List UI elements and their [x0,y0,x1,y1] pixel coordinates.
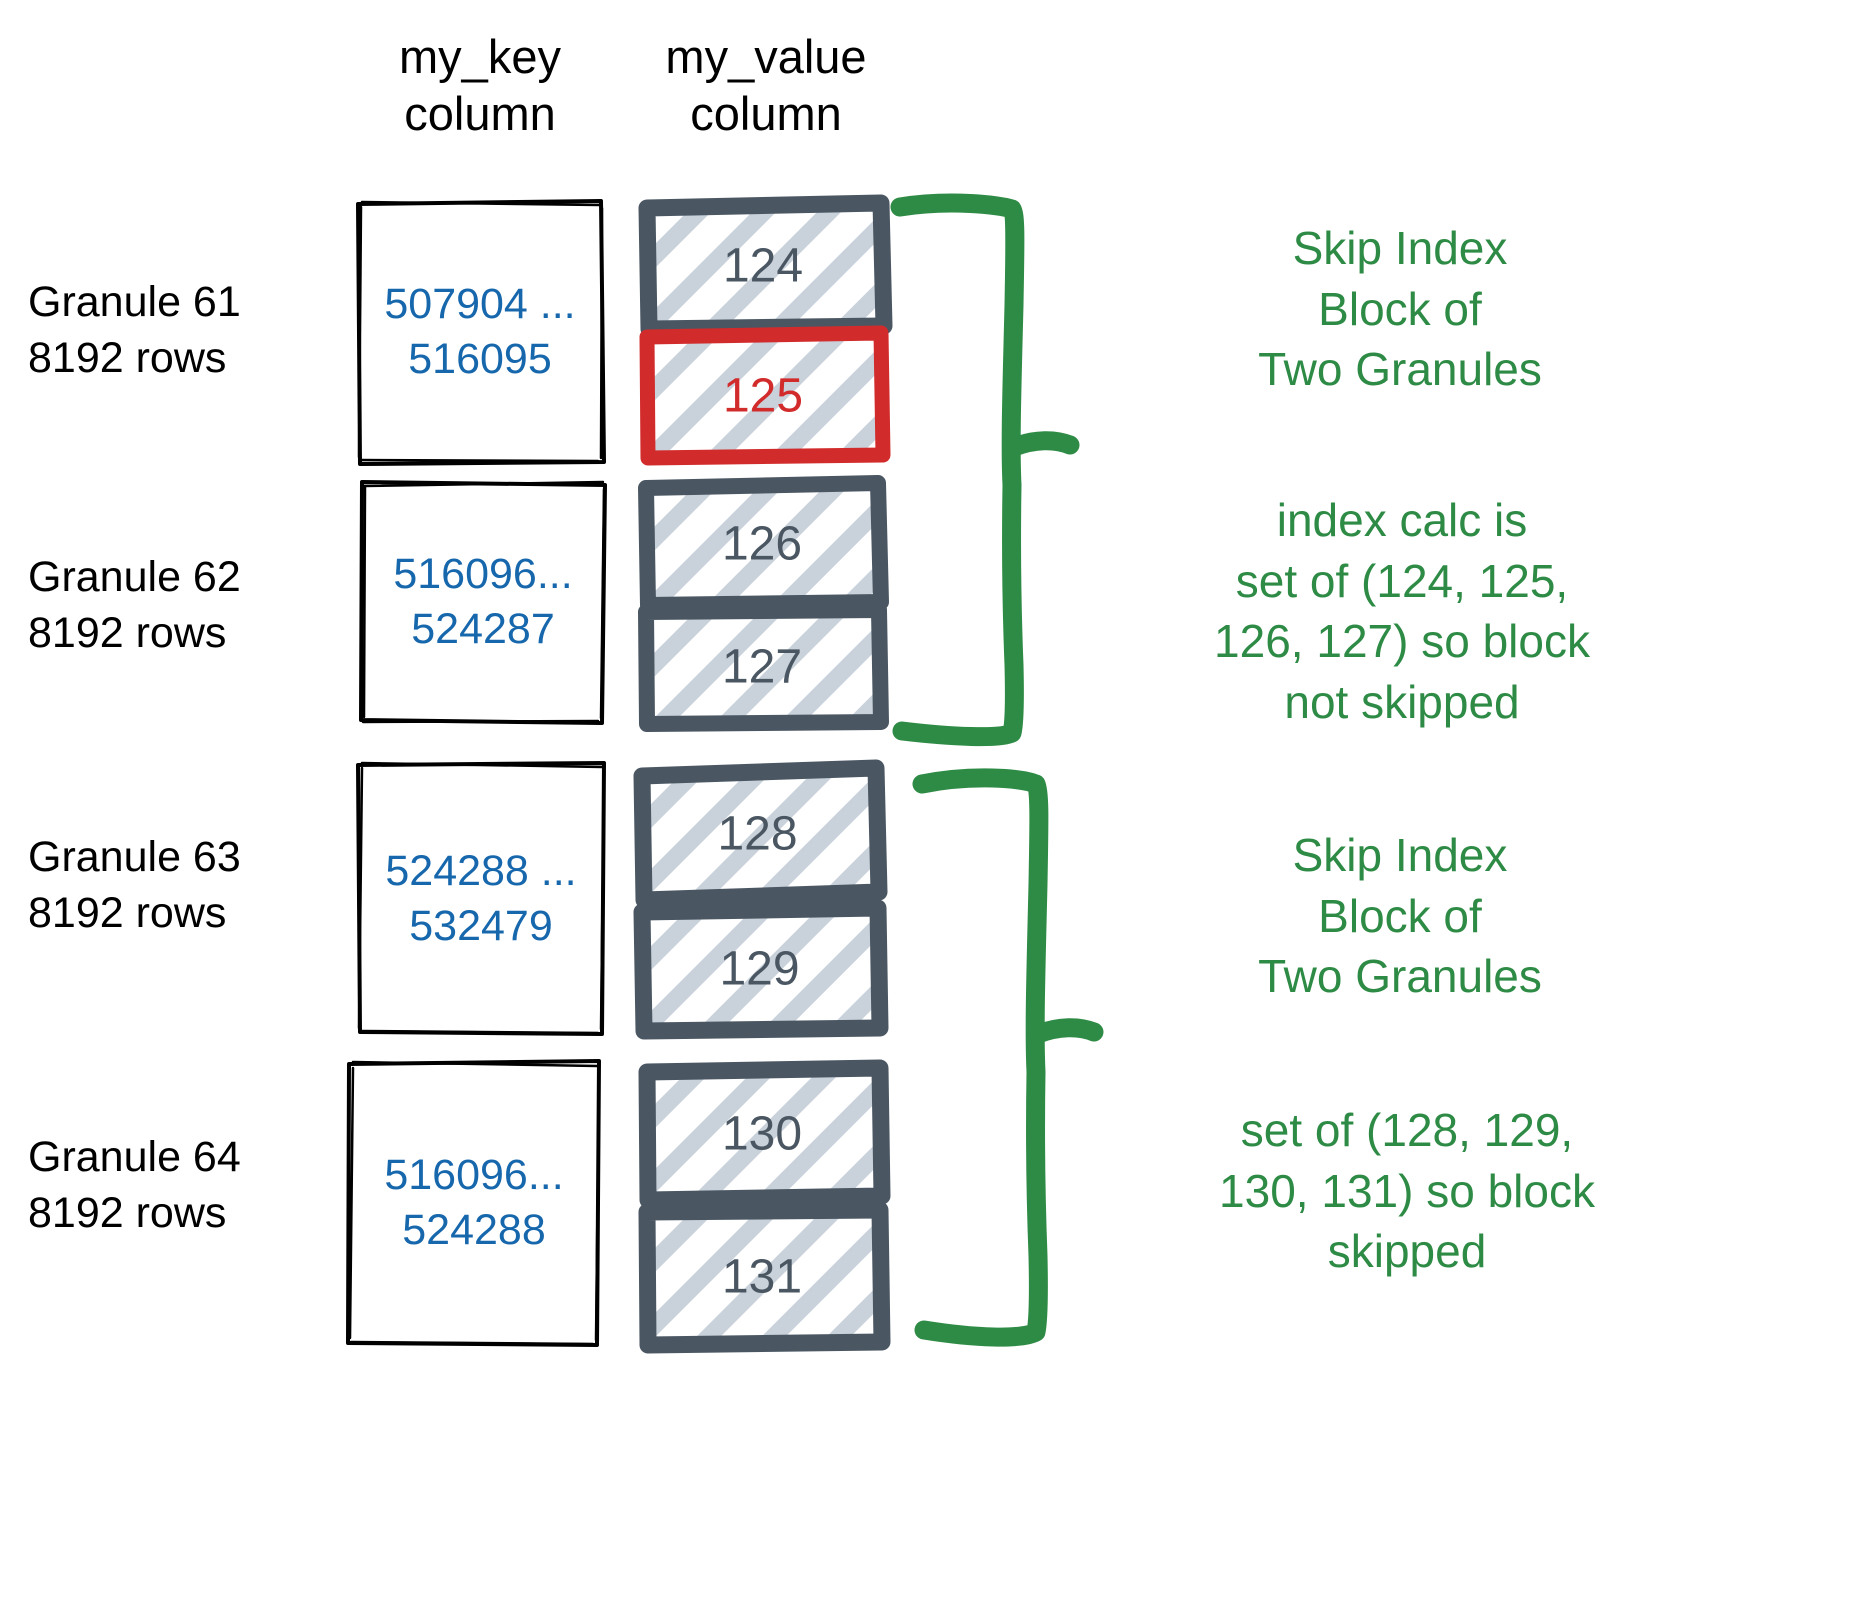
key-box-granule-63: 524288 ... 532479 [355,760,607,1038]
skip-index-bracket-top [890,185,1100,755]
value-box-outline-130 [636,1058,891,1210]
value-box-outline-129 [632,899,889,1040]
value-text-125: 125 [722,369,804,422]
value-text-124: 124 [722,239,804,293]
key-box-granule-62: 516096... 524287 [358,478,608,726]
annotation-set-of-skipped: set of (128, 129, 130, 131) so block ski… [1219,1104,1595,1278]
my-value-column-header: my_value column [665,30,867,141]
key-box-outline-61 [355,198,606,466]
key-box-outline-63 [355,760,607,1038]
my-key-column-header: my_key column [399,30,561,141]
annotation-skip-index-block-top: Skip Index Block of Two Granules [1258,222,1542,396]
key-range-61: 507904 ... 516095 [384,279,576,383]
value-text-128: 128 [717,807,798,861]
value-box-outline-127 [638,602,889,732]
value-text-129: 129 [719,942,800,996]
value-box-126: 126 [638,475,889,613]
granule-label-63: Granule 63 8192 rows [28,833,241,937]
value-box-outline-124 [638,194,893,338]
granule-label-62: Granule 62 8192 rows [28,553,241,657]
value-box-outline-131 [636,1201,891,1354]
granule-label-61: Granule 61 8192 rows [28,278,241,382]
value-text-126: 126 [721,517,803,571]
value-box-128: 128 [630,759,888,909]
skip-index-bracket-bottom [910,760,1125,1360]
key-box-granule-61: 507904 ... 516095 [355,198,606,466]
key-box-granule-64: 516096... 524288 [345,1058,603,1348]
value-text-131: 131 [721,1250,803,1304]
key-box-outline-64 [345,1058,603,1348]
value-text-130: 130 [721,1107,803,1161]
key-range-64: 516096... 524288 [384,1150,564,1254]
value-box-130: 130 [636,1058,891,1210]
granule-label-64: Granule 64 8192 rows [28,1133,241,1237]
value-box-124: 124 [638,194,893,338]
value-box-outline-125 [638,325,891,466]
value-box-outline-128 [630,759,888,909]
value-box-129: 129 [632,899,889,1040]
key-box-outline-62 [358,478,608,726]
key-range-63: 524288 ... 532479 [385,846,577,950]
value-box-127: 127 [638,602,889,732]
value-box-125: 125 [638,325,891,466]
value-box-131: 131 [636,1201,891,1354]
annotation-skip-index-block-bottom: Skip Index Block of Two Granules [1258,829,1542,1003]
value-box-outline-126 [638,475,889,613]
value-text-127: 127 [721,640,803,693]
key-range-62: 516096... 524287 [393,549,573,653]
annotation-index-calc-not-skipped: index calc is set of (124, 125, 126, 127… [1214,494,1590,729]
